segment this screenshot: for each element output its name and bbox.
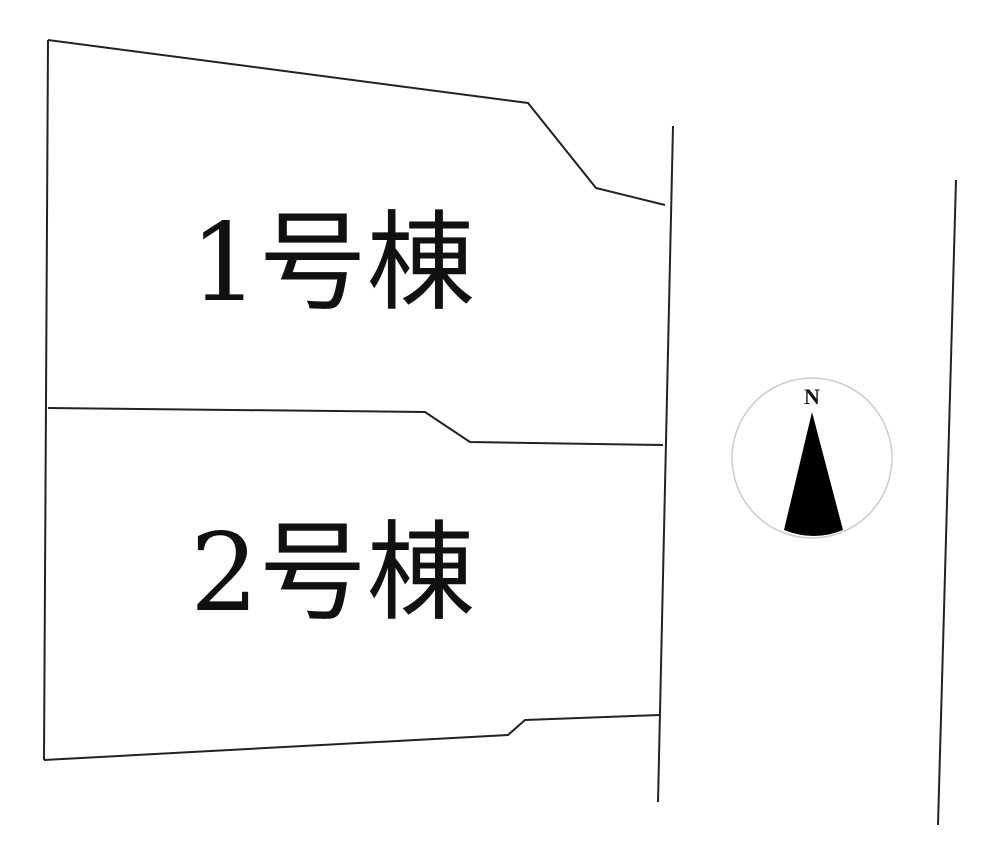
north-arrow-icon (784, 412, 843, 536)
north-label: N (804, 384, 820, 409)
road-edge-right (937, 179, 957, 826)
lot-1-label: 1号棟 (190, 201, 475, 326)
lot-1-boundary-top (47, 39, 666, 206)
lot-2-boundary-bottom (43, 714, 661, 761)
lot-2-label: 2号棟 (190, 511, 475, 636)
lot-divider (47, 407, 664, 446)
north-compass-icon: N (731, 377, 893, 539)
lot-left-boundary (43, 39, 49, 761)
road-edge-left (657, 125, 674, 803)
